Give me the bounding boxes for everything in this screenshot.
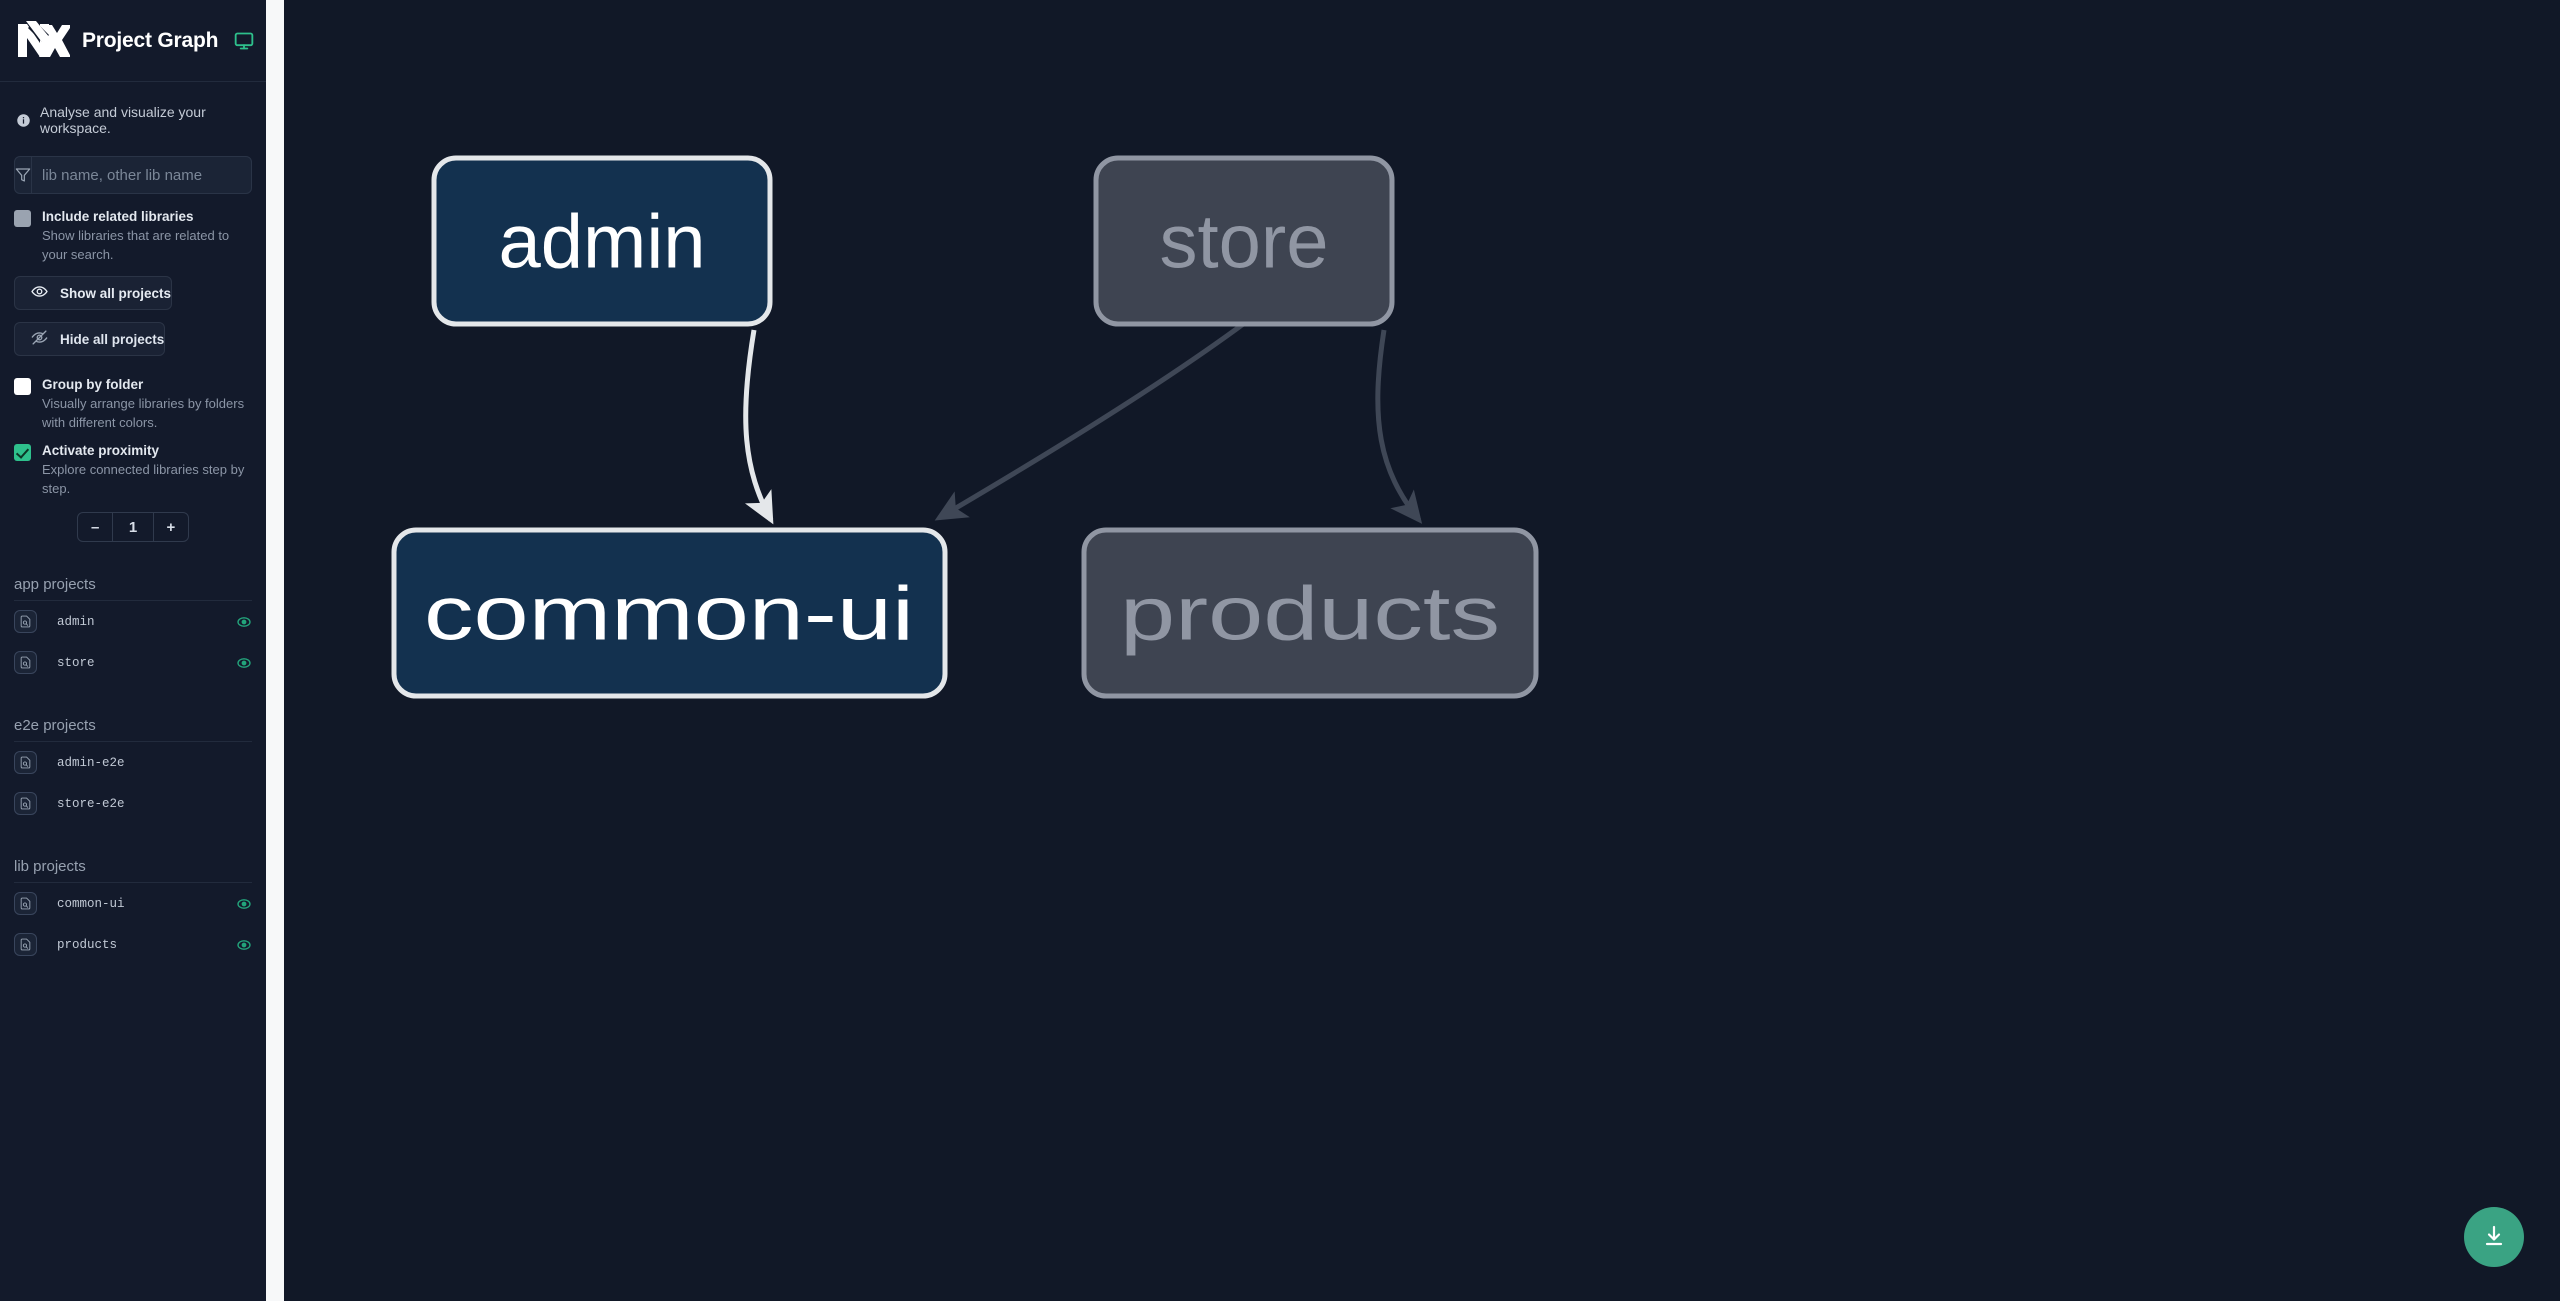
proximity-decrement-button[interactable]: – — [90, 518, 100, 536]
activate-proximity-checkbox[interactable] — [14, 444, 31, 462]
show-all-projects-button[interactable]: Show all projects — [14, 276, 173, 311]
include-related-libraries-description: Show libraries that are related to your … — [42, 228, 230, 262]
node-store-box[interactable] — [1093, 155, 1395, 327]
search-row[interactable] — [14, 156, 252, 194]
info-icon — [16, 113, 31, 128]
eye-open-icon[interactable] — [236, 655, 252, 671]
node-common-ui-label: common-ui — [424, 572, 914, 657]
project-name: admin-e2e — [57, 755, 125, 770]
nx-logo-icon — [14, 19, 72, 63]
project-file-icon — [14, 792, 37, 816]
sidebar-tagline: Analyse and visualize your workspace. — [0, 82, 266, 150]
include-related-libraries-checkbox[interactable] — [14, 210, 31, 227]
node-store-label: store — [1160, 200, 1329, 285]
spacer — [0, 542, 266, 566]
project-row-admin[interactable]: admin — [14, 601, 252, 642]
project-row-store[interactable]: store — [14, 642, 252, 683]
project-row-common-ui[interactable]: common-ui — [14, 883, 252, 924]
project-name: admin — [57, 614, 95, 629]
eye-icon — [31, 283, 48, 303]
project-name: common-ui — [57, 896, 125, 911]
proximity-increment-button[interactable]: + — [166, 518, 176, 536]
graph-edges — [743, 319, 1423, 525]
page-title: Project Graph — [82, 28, 219, 52]
project-file-icon — [14, 610, 37, 634]
show-all-projects-label: Show all projects — [60, 285, 172, 301]
node-products-box[interactable] — [1081, 527, 1539, 699]
filter-funnel-icon — [15, 157, 32, 193]
monitor-icon[interactable] — [234, 31, 254, 51]
project-row-admin-e2e[interactable]: admin-e2e — [14, 742, 252, 783]
project-row-store-e2e[interactable]: store-e2e — [14, 783, 252, 824]
option-activate-proximity[interactable]: Activate proximity Explore connected lib… — [0, 432, 266, 498]
group-by-folder-checkbox[interactable] — [14, 378, 31, 396]
edge-store-to-products — [1375, 329, 1423, 524]
proximity-value: 1 — [112, 513, 154, 542]
eye-off-icon — [31, 329, 48, 349]
download-icon — [2482, 1224, 2506, 1251]
project-name: store — [57, 655, 95, 670]
graph-node-admin[interactable]: admin — [431, 155, 773, 327]
spacer — [0, 824, 266, 848]
include-related-libraries-label: Include related libraries — [42, 209, 194, 224]
node-admin-label: admin — [499, 200, 706, 285]
sidebar-scrollbar[interactable] — [266, 0, 284, 1301]
group-title-lib-projects: lib projects — [14, 848, 252, 884]
spacer — [0, 683, 266, 707]
project-name: store-e2e — [57, 796, 125, 811]
graph-node-store[interactable]: store — [1093, 155, 1395, 327]
graph-canvas[interactable]: admin store common-ui products — [266, 0, 2560, 1301]
group-by-folder-label: Group by folder — [42, 377, 144, 393]
proximity-stepper[interactable]: – 1 + — [77, 512, 189, 543]
activate-proximity-description: Explore connected libraries step by step… — [42, 462, 245, 496]
node-admin-box[interactable] — [431, 155, 773, 327]
download-graph-button[interactable] — [2464, 1207, 2524, 1267]
edge-store-to-common-ui — [934, 319, 1248, 521]
project-name: products — [57, 937, 118, 952]
project-file-icon — [14, 651, 37, 675]
graph-node-products[interactable]: products — [1081, 527, 1539, 699]
group-title-app-projects: app projects — [14, 566, 252, 602]
project-file-icon — [14, 933, 37, 957]
activate-proximity-label: Activate proximity — [42, 443, 160, 459]
search-input[interactable] — [32, 157, 251, 193]
group-by-folder-description: Visually arrange libraries by folders wi… — [42, 396, 245, 430]
option-include-related-libraries[interactable]: Include related libraries Show libraries… — [0, 194, 266, 264]
sidebar: Project Graph Analyse and visualize your… — [0, 0, 266, 1301]
sidebar-header: Project Graph — [0, 0, 266, 82]
hide-all-projects-label: Hide all projects — [60, 331, 165, 347]
hide-all-projects-button[interactable]: Hide all projects — [14, 322, 166, 357]
eye-open-icon[interactable] — [236, 614, 252, 630]
eye-open-icon[interactable] — [236, 937, 252, 953]
group-title-e2e-projects: e2e projects — [14, 707, 252, 743]
tagline-text: Analyse and visualize your workspace. — [40, 104, 206, 136]
edge-admin-to-common-ui — [743, 329, 774, 525]
graph-node-common-ui[interactable]: common-ui — [391, 527, 948, 699]
project-file-icon — [14, 751, 37, 775]
eye-open-icon[interactable] — [236, 896, 252, 912]
project-file-icon — [14, 892, 37, 916]
node-products-label: products — [1120, 572, 1500, 657]
project-row-products[interactable]: products — [14, 924, 252, 965]
option-group-by-folder[interactable]: Group by folder Visually arrange librari… — [0, 356, 266, 432]
node-common-ui-box[interactable] — [391, 527, 948, 699]
project-graph-svg: admin store common-ui products — [391, 155, 1539, 699]
